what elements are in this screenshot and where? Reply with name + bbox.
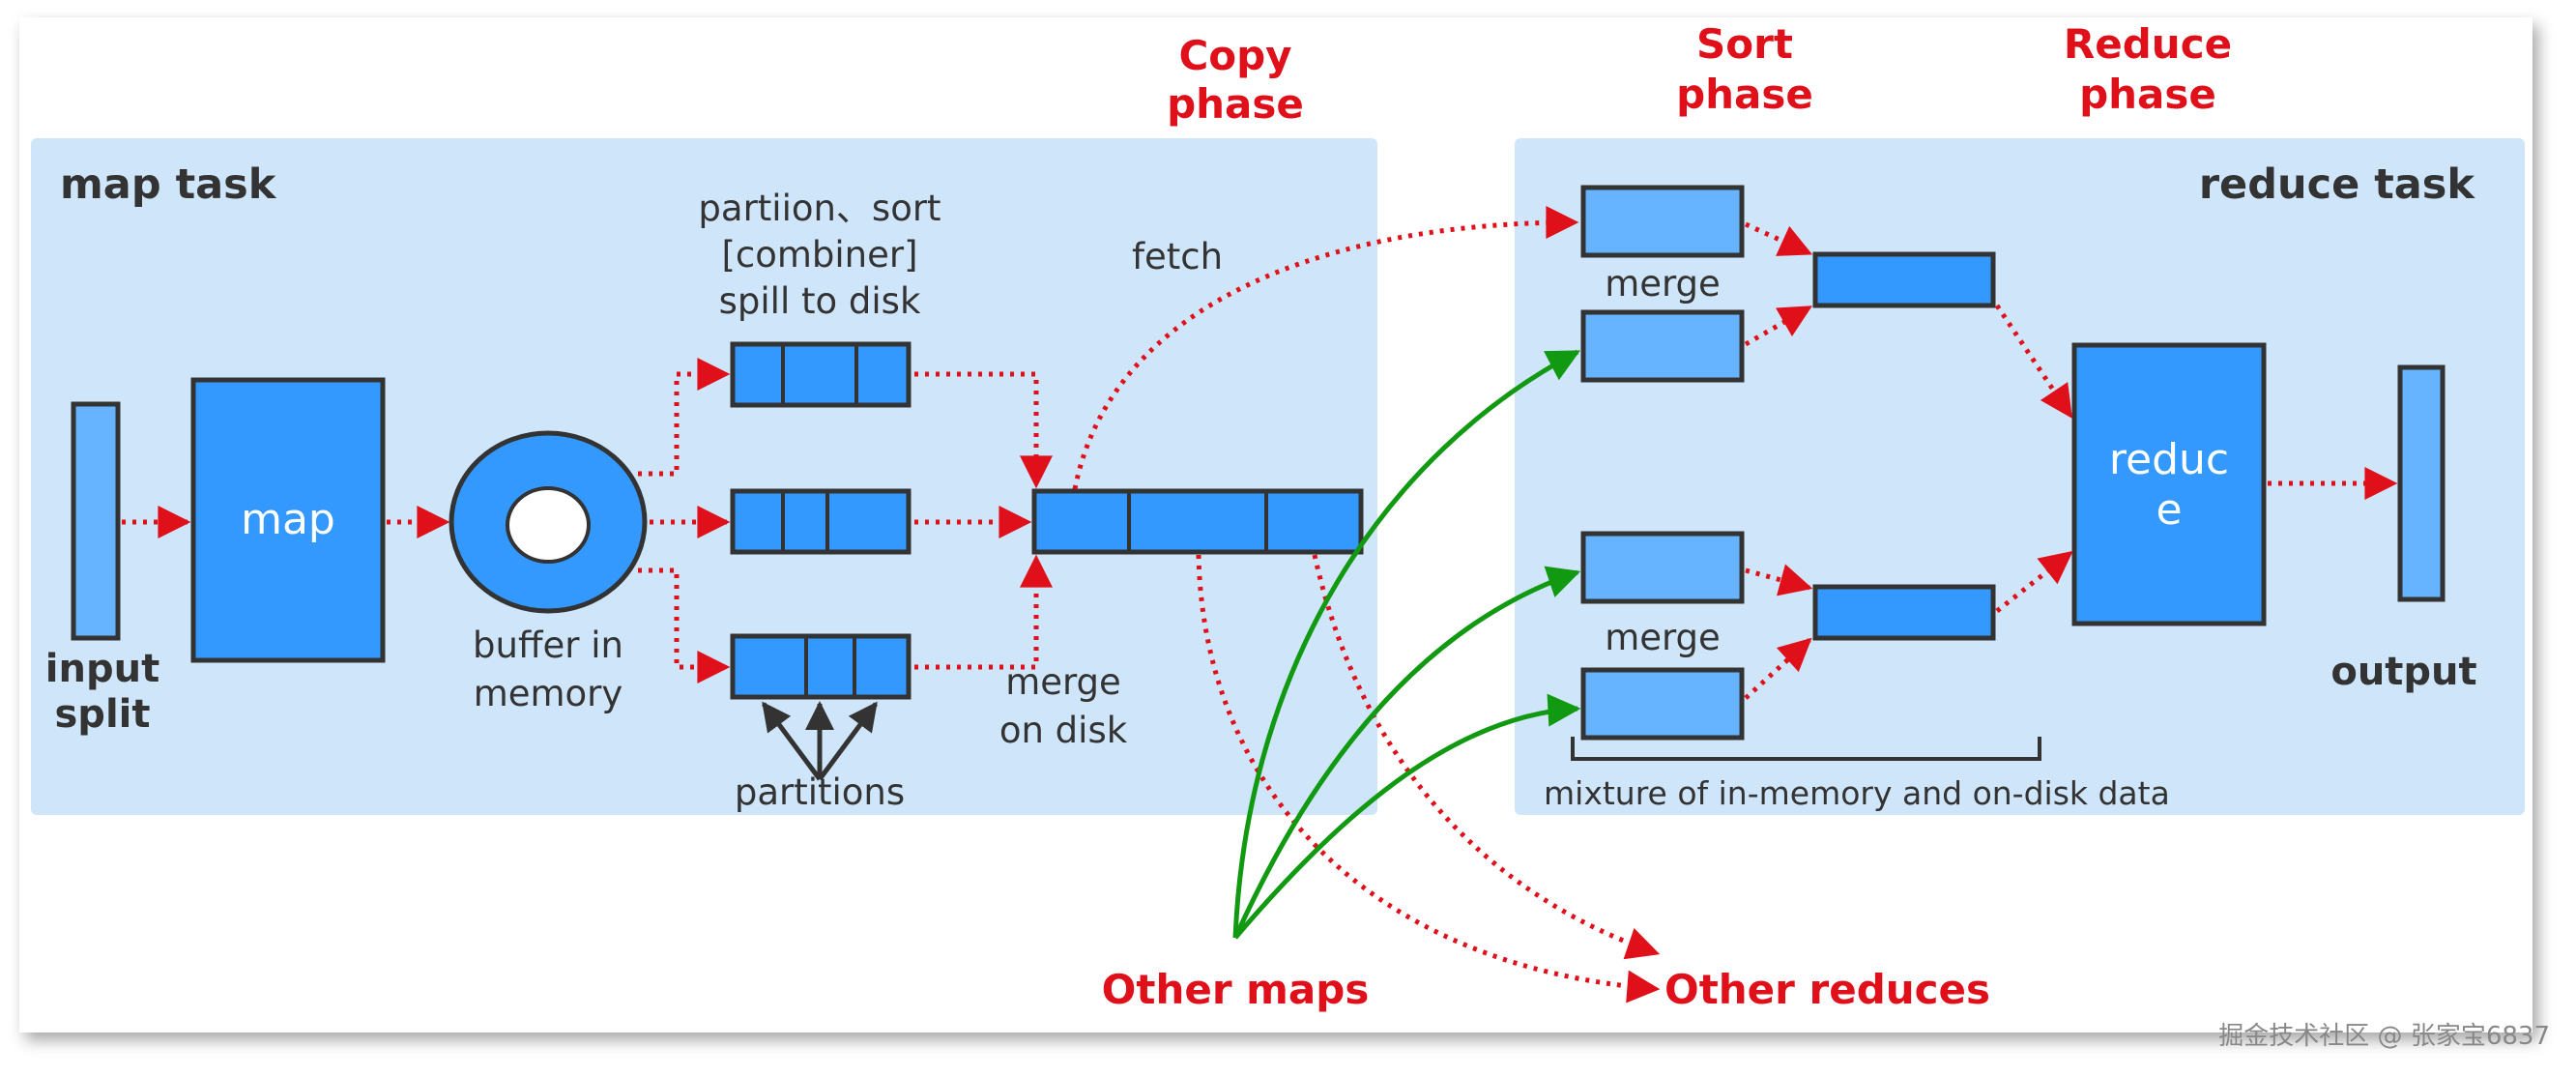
reduce-side-flow-arrows [1744,221,2398,700]
svg-text:merge: merge [1005,661,1121,703]
svg-text:input: input [45,647,159,691]
reduce-block-label: reduc e [2109,435,2229,535]
svg-text:split: split [55,692,151,737]
reduce-input-copy-4 [1580,667,1745,741]
fetch-label: fetch [1132,236,1223,277]
partitions-label: partitions [735,771,905,813]
buffer-label: buffer in memory [473,625,623,714]
output-label: output [2330,650,2476,694]
map-task-title: map task [60,160,277,209]
input-split-block [71,401,121,641]
merge-on-disk-label: merge on disk [999,661,1128,751]
spill-label: partiion、sort [combiner] spill to disk [698,188,941,322]
spill-file-3 [730,633,912,700]
watermark: 掘金技术社区 @ 张家宝6837 [2218,1022,2550,1051]
svg-text:Sort: Sort [1696,20,1793,68]
svg-text:e: e [2156,485,2182,535]
spill-file-2 [730,488,912,555]
merged-segment-bottom [1812,584,1996,641]
merged-segment-top [1812,251,1996,308]
svg-text:buffer in: buffer in [473,625,623,666]
reduce-task-title: reduce task [2199,160,2476,209]
svg-text:Reduce: Reduce [2064,20,2232,68]
reduce-block [2071,342,2267,626]
spill-file-1 [730,341,912,408]
input-split-label: input split [45,647,159,737]
map-side-flow-arrows [122,206,1661,1003]
other-reduces-label: Other reduces [1664,966,1990,1013]
reduce-phase-label: Reduce phase [2064,20,2232,118]
merge-label-top: merge [1605,263,1721,305]
copy-phase-label: Copy phase [1167,32,1304,128]
svg-text:phase: phase [1167,80,1304,128]
sort-phase-label: Sort phase [1676,20,1813,118]
svg-text:partiion、sort: partiion、sort [698,188,941,229]
svg-text:Copy: Copy [1178,32,1291,79]
reduce-input-copy-1 [1580,185,1745,258]
mixture-label: mixture of in-memory and on-disk data [1544,774,2170,812]
partition-arrows [761,701,879,781]
merge-label-bottom: merge [1605,617,1721,658]
svg-text:on disk: on disk [999,710,1128,751]
merged-map-output [1031,488,1364,555]
output-block [2397,364,2446,602]
mixture-bracket [1571,737,2041,761]
buffer-ring-hole [506,486,591,564]
svg-text:phase: phase [2079,71,2216,118]
reduce-input-copy-3 [1580,531,1745,604]
svg-text:phase: phase [1676,71,1813,118]
svg-text:reduc: reduc [2109,435,2229,484]
svg-text:memory: memory [474,673,623,714]
reduce-task-panel [1515,138,2525,815]
svg-text:spill to disk: spill to disk [719,280,921,322]
other-maps-label: Other maps [1102,966,1370,1013]
svg-text:[combiner]: [combiner] [721,234,917,276]
reduce-input-copy-2 [1580,309,1745,383]
other-maps-arrows [1232,349,1581,940]
map-block [190,377,386,663]
map-block-label: map [241,495,335,544]
